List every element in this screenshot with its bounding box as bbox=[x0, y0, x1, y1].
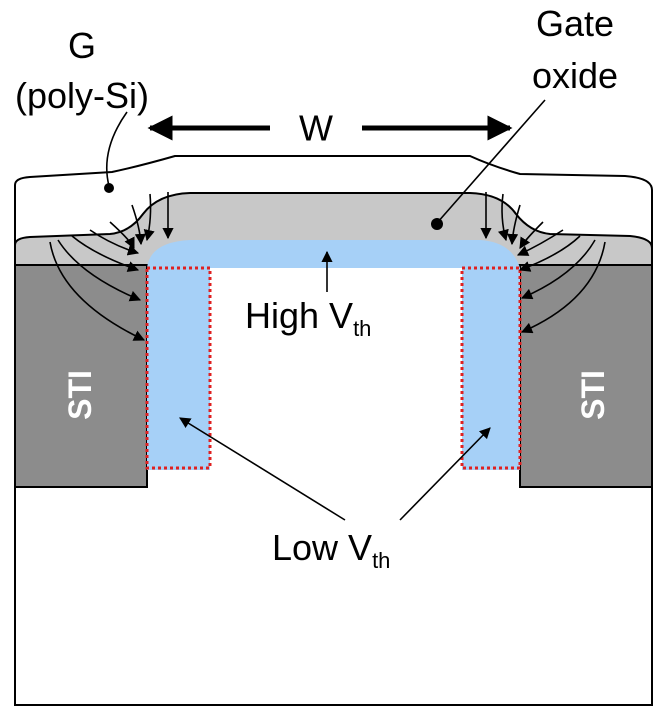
low-vth-edge-left bbox=[145, 266, 212, 470]
gate-material-label: (poly-Si) bbox=[15, 75, 149, 116]
gate-leader-line bbox=[104, 111, 128, 193]
width-label: W bbox=[299, 108, 333, 149]
sti-left-label: STI bbox=[62, 370, 98, 420]
low-vth-subscript: th bbox=[372, 548, 390, 573]
channel-region bbox=[147, 240, 520, 470]
high-vth-label: High Vth bbox=[245, 295, 371, 341]
low-vth-arrow-right bbox=[399, 427, 491, 521]
sti-right-label: STI bbox=[575, 370, 611, 420]
sti-left-region bbox=[14, 264, 148, 488]
gate-oxide-label-line2: oxide bbox=[532, 55, 618, 96]
low-vth-label: Low Vth bbox=[272, 527, 390, 573]
field-arrows-right bbox=[480, 192, 606, 334]
high-vth-main-text: High V bbox=[245, 295, 353, 336]
low-vth-arrow-left bbox=[179, 417, 346, 521]
low-vth-main-text: Low V bbox=[272, 527, 372, 568]
gate-oxide-leader-line bbox=[431, 99, 546, 230]
high-vth-subscript: th bbox=[353, 316, 371, 341]
gate-label: G bbox=[68, 25, 96, 66]
low-vth-edge-right bbox=[460, 266, 522, 470]
gate-oxide-label: Gate bbox=[536, 3, 614, 44]
field-arrows-left bbox=[49, 192, 174, 341]
